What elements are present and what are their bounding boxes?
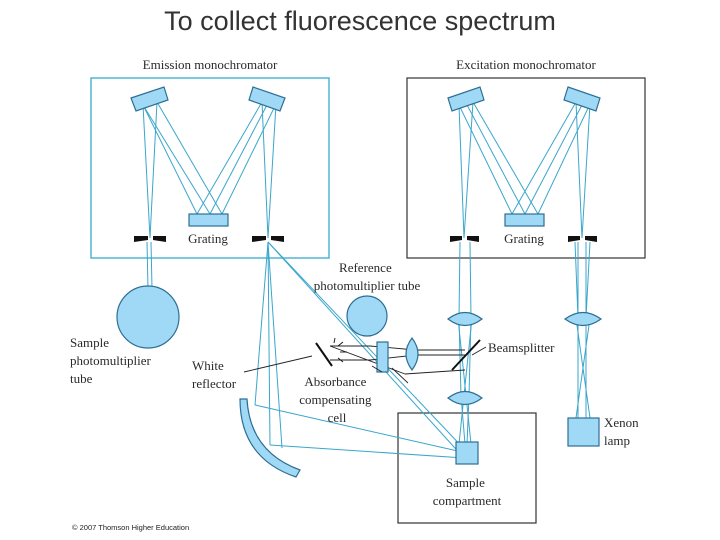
excitation-mirror-right	[563, 86, 601, 112]
lower-beam-paths	[146, 241, 591, 459]
emission-exit-slit	[252, 236, 266, 242]
reference-lens	[405, 336, 419, 372]
white-reflector	[315, 342, 333, 367]
emission-grating-label: Grating	[188, 231, 228, 246]
pointer-cell-right	[391, 367, 409, 384]
excitation-grating-label: Grating	[504, 231, 544, 246]
absorbance-compensating-cell	[376, 341, 389, 373]
xenon-lamp	[567, 417, 600, 447]
emission-grating	[188, 213, 229, 227]
emission-exit-slit-right	[271, 236, 284, 242]
excitation-exit-slit-right	[467, 236, 479, 242]
absorbance-cell-label: Absorbance compensating cell	[299, 374, 374, 425]
sample-pmt-label: Sample photomultiplier tube	[70, 335, 154, 386]
sample-photomultiplier-tube	[116, 285, 180, 349]
beamsplitter	[451, 339, 481, 371]
excitation-grating	[504, 213, 545, 227]
xenon-lamp-label: Xenon lamp	[604, 415, 642, 448]
excitation-entrance-slit-right	[585, 236, 597, 242]
lamp-lens	[563, 311, 603, 327]
emission-entrance-slit-right	[153, 236, 166, 242]
pointer-beamsplitter	[471, 346, 487, 356]
reflector-burst	[333, 337, 347, 363]
reference-photomultiplier-tube	[346, 295, 388, 337]
beamsplitter-label: Beamsplitter	[488, 340, 555, 355]
copyright-text: © 2007 Thomson Higher Education	[72, 523, 189, 532]
sample-compartment-box	[397, 412, 537, 524]
reference-beam-path	[329, 345, 466, 375]
excitation-exit-slit	[450, 236, 462, 242]
emission-monochromator-rays	[142, 101, 277, 239]
emission-curved-mirror	[239, 398, 301, 478]
excitation-lens-lower	[447, 390, 483, 406]
reference-pmt-label: Reference photomultiplier tube	[314, 260, 421, 293]
excitation-entrance-slit	[568, 236, 580, 242]
pointer-white-reflector	[243, 355, 313, 373]
emission-monochromator-box	[90, 77, 330, 259]
excitation-monochromator-rays	[458, 101, 591, 239]
emission-entrance-slit	[134, 236, 148, 242]
emission-mirror-right	[248, 86, 286, 112]
excitation-monochromator-box	[406, 77, 646, 259]
emission-mirror-left	[130, 86, 169, 112]
slide-title: To collect fluorescence spectrum	[164, 6, 556, 36]
pointer-absorbance-cell	[371, 365, 383, 373]
excitation-mirror-left	[447, 86, 485, 112]
white-reflector-label: White reflector	[192, 358, 237, 391]
excitation-lens-upper	[447, 311, 483, 327]
sample-compartment-label: Sample compartment	[433, 475, 502, 508]
excitation-monochromator-label: Excitation monochromator	[456, 57, 596, 72]
emission-monochromator-label: Emission monochromator	[143, 57, 278, 72]
sample-cuvette	[455, 441, 479, 465]
